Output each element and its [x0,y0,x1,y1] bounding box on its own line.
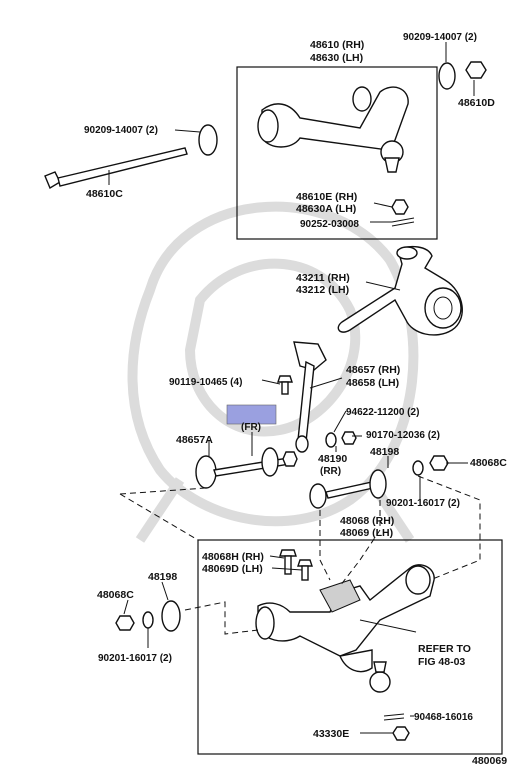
label-48610e: 48610E (RH) [296,191,357,203]
label-43330e: 43330E [313,728,349,740]
label-fr: (FR) [241,422,261,433]
strut-bar [293,341,327,453]
bolt-48068h-icon [279,549,313,581]
label-48610d: 48610D [458,97,495,109]
label-48198-lower: 48198 [148,571,177,583]
cotter-pin-icon [391,217,415,227]
leader-lines [108,42,475,734]
label-48068h: 48068H (RH) [202,551,264,563]
label-90468: 90468-16016 [414,712,473,723]
label-refer: REFER TO [418,643,471,655]
label-refer-fig: FIG 48-03 [418,656,465,668]
nut-48068c-icon [115,615,135,631]
label-48190-rr: (RR) [320,466,341,477]
label-48610c: 48610C [86,188,123,200]
cotter-lower-icon [383,713,405,721]
cushion-icon [325,432,337,448]
steering-knuckle [337,245,463,336]
lower-arm-box [197,539,503,755]
label-48068: 48068 (RH) [340,515,394,527]
upper-arm-box [236,66,438,240]
washer-90201-icon [142,611,154,629]
shaft-48610c [44,124,218,190]
nut-90170-icon [341,431,357,445]
label-48068c: 48068C [470,457,507,469]
label-washer-top: 90209-14007 (2) [403,32,477,43]
castle-nut-icon [391,199,409,215]
nut-43330e-icon [392,726,410,741]
diagram-id: 480069 [472,755,507,767]
label-43212: 43212 (LH) [296,284,349,296]
washer-icon [438,62,456,90]
label-48190: 48190 [318,453,347,465]
label-washer-left: 90209-14007 (2) [84,125,158,136]
label-48198: 48198 [370,446,399,458]
label-48657a: 48657A [176,434,213,446]
upper-control-arm [257,86,409,173]
label-90170: 90170-12036 (2) [366,430,440,441]
rear-cushion-set [309,455,449,509]
label-48069d: 48069D (LH) [202,563,263,575]
label-48657: 48657 (RH) [346,364,400,376]
label-90252: 90252-03008 [300,219,359,230]
nut-icon [465,61,487,79]
label-90119: 90119-10465 (4) [169,377,242,388]
label-94622: 94622-11200 (2) [346,407,419,418]
label-48658: 48658 (LH) [346,377,399,389]
label-48630a: 48630A (LH) [296,203,356,215]
label-48630: 48630 (LH) [310,52,363,64]
label-48068c-lower: 48068C [97,589,134,601]
label-48610: 48610 (RH) [310,39,364,51]
front-strut-rod [195,447,298,489]
guide-lines [119,475,481,635]
label-90201-lower: 90201-16017 (2) [98,653,172,664]
retainer-48198-icon [161,600,181,632]
bolt-90119-icon [277,375,293,395]
lower-control-arm [255,564,435,693]
label-43211: 43211 (RH) [296,272,350,284]
highlight-marker [226,404,277,425]
label-90201: 90201-16017 (2) [386,498,460,509]
label-48069: 48069 (LH) [340,527,393,539]
